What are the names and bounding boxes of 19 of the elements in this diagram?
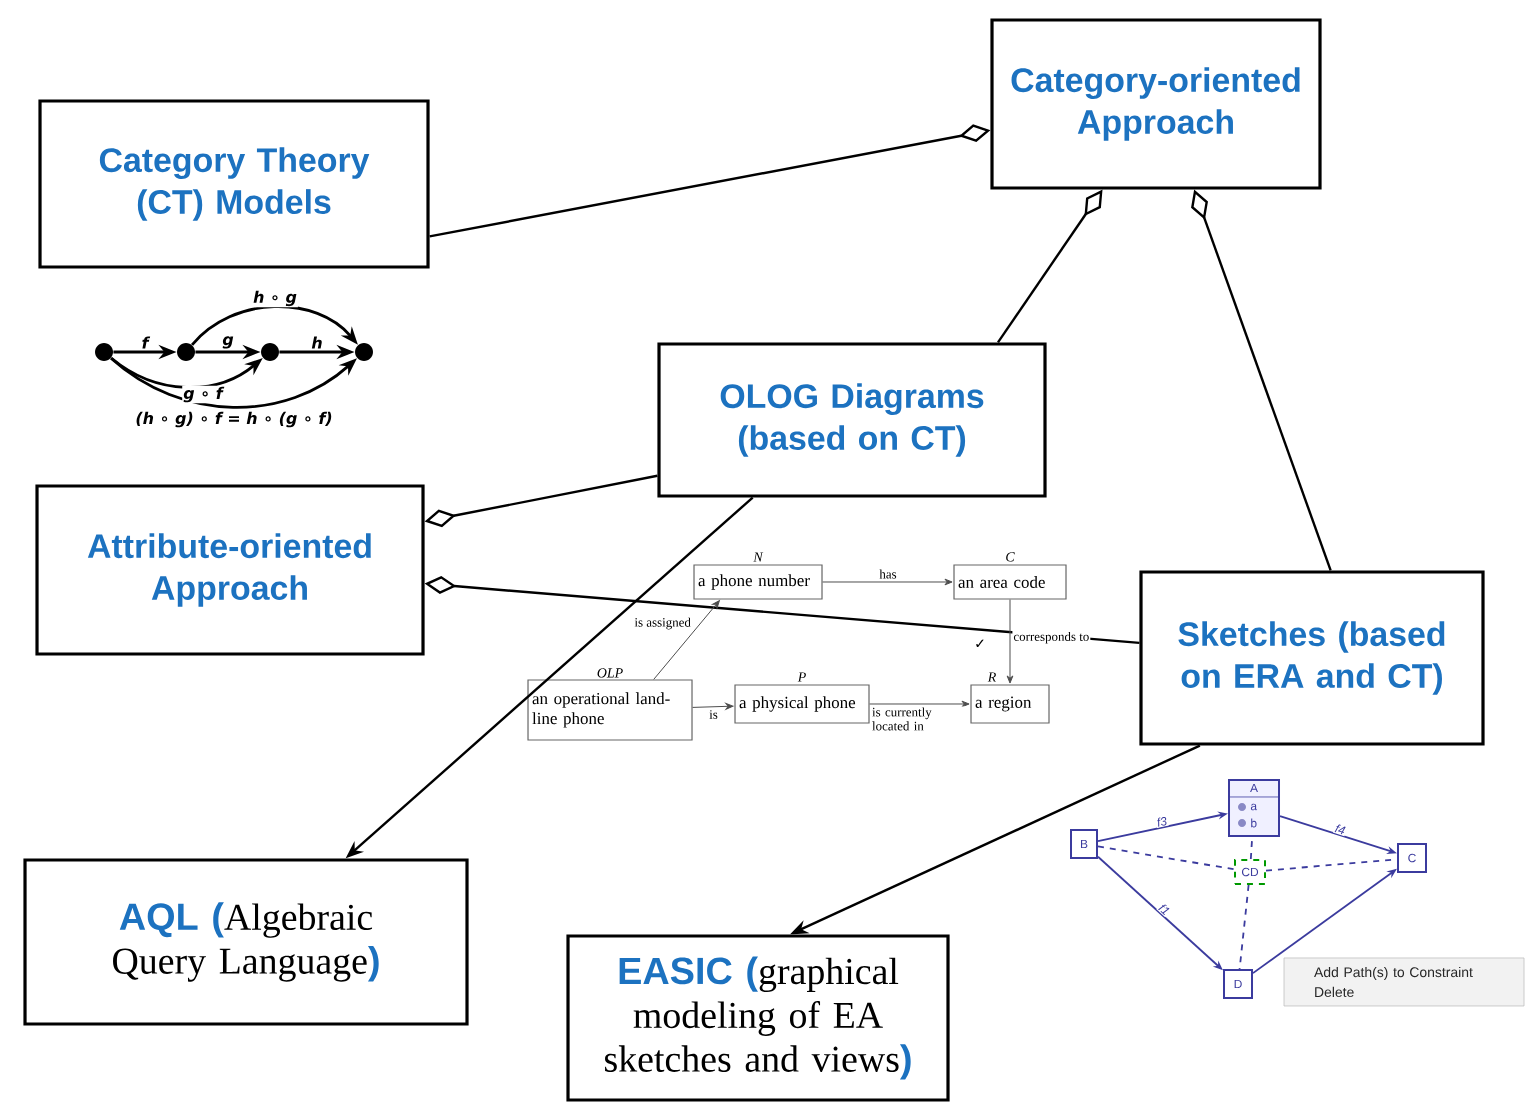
concept-box: Category Theory (CT) Models bbox=[38, 99, 430, 269]
dot bbox=[177, 343, 195, 361]
dashed-line bbox=[1238, 884, 1250, 970]
dot bbox=[95, 343, 113, 361]
concept-box: OLOG Diagrams (based on CT) bbox=[657, 342, 1047, 498]
arrow bbox=[692, 703, 734, 710]
concept-box: Attribute-oriented Approach bbox=[35, 484, 425, 656]
dashed-line bbox=[1249, 836, 1254, 860]
arrow bbox=[869, 700, 970, 708]
arrow bbox=[1006, 599, 1014, 684]
arrow bbox=[653, 600, 720, 680]
concept-box: Sketches (based on ERA and CT) bbox=[1139, 570, 1485, 746]
concept-box: Category-oriented Approach bbox=[990, 18, 1322, 190]
dot bbox=[261, 343, 279, 361]
concept-box: AQL (Algebraic Query Language) bbox=[23, 858, 469, 1026]
arrow bbox=[822, 578, 953, 586]
concept-box: EASIC (graphical modeling of EA sketches and views) bbox=[566, 934, 950, 1102]
dashed-line bbox=[1097, 845, 1235, 871]
dot bbox=[355, 343, 373, 361]
